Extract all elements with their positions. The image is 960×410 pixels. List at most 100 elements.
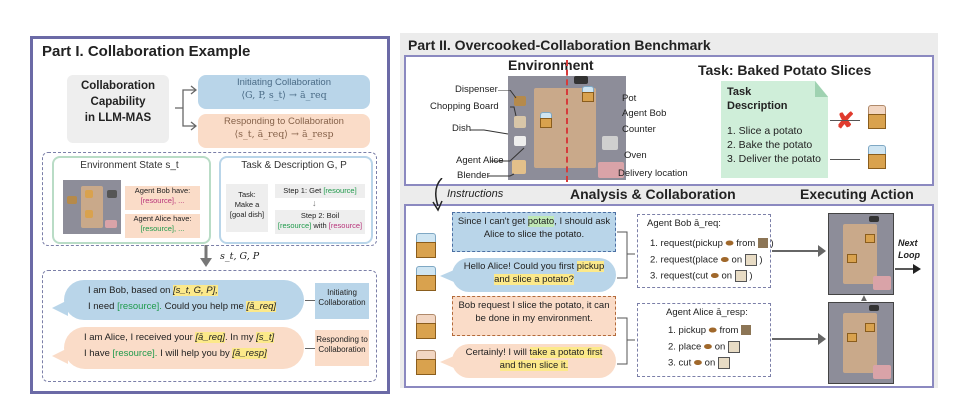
env-divider-line: [566, 60, 568, 182]
bob-exec-arrow: [772, 250, 822, 252]
fail-cross-icon: ✘: [836, 108, 855, 133]
label-agent-bob: Agent Bob: [622, 108, 667, 119]
alice-line-1-highlight-2: [s_t]: [256, 332, 275, 343]
exec-screenshot-bottom: [828, 302, 894, 384]
label-agent-alice: Agent Alice: [456, 155, 504, 166]
state-task-container: [42, 152, 377, 246]
down-arrow-icon: [200, 245, 212, 267]
alice-response-item-2: 2. place ⬬ on: [668, 341, 740, 354]
bob-request-item-3-mid: on: [721, 270, 733, 282]
dispenser-icon: [741, 325, 752, 336]
task-step-2: 2. Bake the potato: [727, 139, 813, 151]
potato-icon: ⬬: [693, 357, 703, 369]
arrow-label: s_t, G, P: [220, 251, 260, 262]
alice-speech-tail: [440, 356, 454, 368]
task-desc-head: Task Description: [727, 86, 788, 112]
bob-line-2-resource: [resource].: [117, 301, 162, 312]
initiating-title: Initiating Collaboration: [236, 77, 331, 88]
chopping-board-icon: [744, 254, 757, 266]
label-delivery: Delivery location: [618, 168, 688, 179]
potato-icon: ⬬: [725, 238, 734, 249]
label-pot: Pot: [622, 93, 637, 104]
bob-line-2: I need [resource]. Could you help me [ā_…: [88, 301, 303, 314]
potato-icon: ⬬: [703, 341, 713, 353]
bob-request-title: Agent Bob ā_req:: [647, 218, 721, 229]
alice-to-tag-arrow: [305, 348, 315, 349]
responding-title: Responding to Collaboration: [224, 116, 344, 127]
bob-thought-text-b: , I should ask Alice to slice the potato…: [483, 216, 611, 240]
instructions-arrow: [432, 178, 443, 212]
alice-speech-bubble: Certainly! I will take a potato first an…: [452, 344, 616, 378]
step1-card: Step 1: Get [resource]: [275, 184, 365, 198]
step1-text: Step 1: Get: [283, 186, 322, 195]
alice-bubble-tail: [52, 348, 68, 364]
bob-speech-text: Hello Alice! Could you first: [463, 261, 575, 272]
step2-resource-a: [resource]: [277, 220, 312, 230]
potato-icon: ⬬: [708, 325, 717, 336]
bob-request-item-3-text: 3. request(cut: [650, 270, 709, 282]
bob-avatar: [414, 233, 436, 259]
env-state-title: Environment State s_t: [80, 160, 179, 171]
bob-thought-text-a: Since I can't get: [457, 216, 526, 227]
executing-title: Executing Action: [800, 186, 914, 202]
chopping-board-icon: [727, 341, 740, 353]
bob-request-item-1-mid: from: [736, 238, 756, 249]
step2-text: Step 2: Boil: [300, 211, 340, 220]
bob-exec-arrowhead: [818, 245, 826, 257]
task-arrow-2: [830, 159, 860, 160]
alice-connector: [617, 317, 635, 365]
bob-thought-highlight: potato: [527, 216, 555, 227]
part2-title: Part II. Overcooked-Collaboration Benchm…: [408, 37, 711, 53]
capability-box: Collaboration Capability in LLM-MAS: [67, 75, 169, 143]
bob-line-2-text-a: I need: [88, 301, 115, 312]
capability-line: Collaboration: [80, 80, 156, 92]
alice-have-resource: [resource], ...: [140, 223, 185, 233]
task-title: Task: Baked Potato Slices: [698, 62, 872, 78]
initiating-formula: ⟨G, P, s_t⟩ → ā_req: [241, 89, 327, 101]
bob-request-item-1: 1. request(pickup ⬬ from ): [650, 238, 774, 249]
bob-line-2-text-b: Could you help me: [164, 301, 244, 312]
alice-response-item-3: 3. cut ⬬ on: [668, 357, 730, 370]
task-goal-card: Task: Make a [goal dish]: [226, 184, 268, 232]
alice-line-1-highlight: [ā_req]: [195, 332, 225, 343]
chopping-board-icon: [734, 270, 747, 282]
task-step-1: 1. Slice a potato: [727, 125, 803, 137]
step1-resource: [resource]: [323, 186, 357, 195]
capability-arrows: [175, 85, 197, 131]
potato-icon: ⬬: [720, 254, 729, 266]
label-blender: Blender: [457, 170, 490, 181]
env-title: Environment: [508, 57, 594, 73]
bob-line-1: I am Bob, based on [s_t, G, P],: [88, 285, 298, 298]
alice-line-2-text-a: I have: [84, 348, 110, 359]
step2-card: Step 2: Boil [resource] with [resource]: [275, 210, 365, 234]
responding-box: Responding to Collaboration ⟨s_t, ā_req⟩…: [198, 114, 370, 148]
alice-line-1: I am Alice, I received your [ā_req]. In …: [84, 332, 304, 345]
alice-response-item-3-mid: on: [704, 357, 716, 369]
label-chopping-board: Chopping Board: [430, 101, 499, 112]
exec-screenshot-top: [828, 213, 894, 295]
task-desc-note: [721, 81, 828, 178]
task-step-3: 3. Deliver the potato: [727, 153, 821, 165]
label-dish: Dish: [452, 123, 472, 134]
bob-request-box: [637, 214, 771, 288]
analysis-title: Analysis & Collaboration: [570, 186, 736, 202]
bob-to-tag-arrow: [305, 300, 315, 301]
left-label-lines: [470, 90, 525, 177]
capability-line: in LLM-MAS: [84, 111, 152, 124]
bob-request-item-1-text: 1. request(pickup: [650, 238, 723, 249]
alice-line-2-resource: [resource].: [112, 348, 158, 359]
label-counter: Counter: [622, 124, 656, 135]
task-desc-title: Task & Description G, P: [241, 160, 347, 171]
alice-response-item-1-text: 1. pickup: [668, 325, 707, 336]
initiating-tag: Initiating Collaboration: [315, 283, 369, 319]
alice-speech-text: Certainly! I will: [465, 347, 527, 358]
task-goal: [goal dish]: [229, 209, 265, 219]
alice-avatar: [414, 314, 436, 340]
bob-speech-tail: [440, 270, 454, 282]
alice-line-2: I have [resource]. I will help you by [ā…: [84, 348, 304, 361]
alice-line-2-highlight: [ā_resp]: [232, 348, 267, 359]
bob-connector: [617, 231, 635, 279]
alice-response-item-2-mid: on: [714, 341, 726, 353]
chef-icon: [866, 145, 886, 171]
bob-speech-bubble: Hello Alice! Could you first pickup and …: [452, 258, 616, 292]
